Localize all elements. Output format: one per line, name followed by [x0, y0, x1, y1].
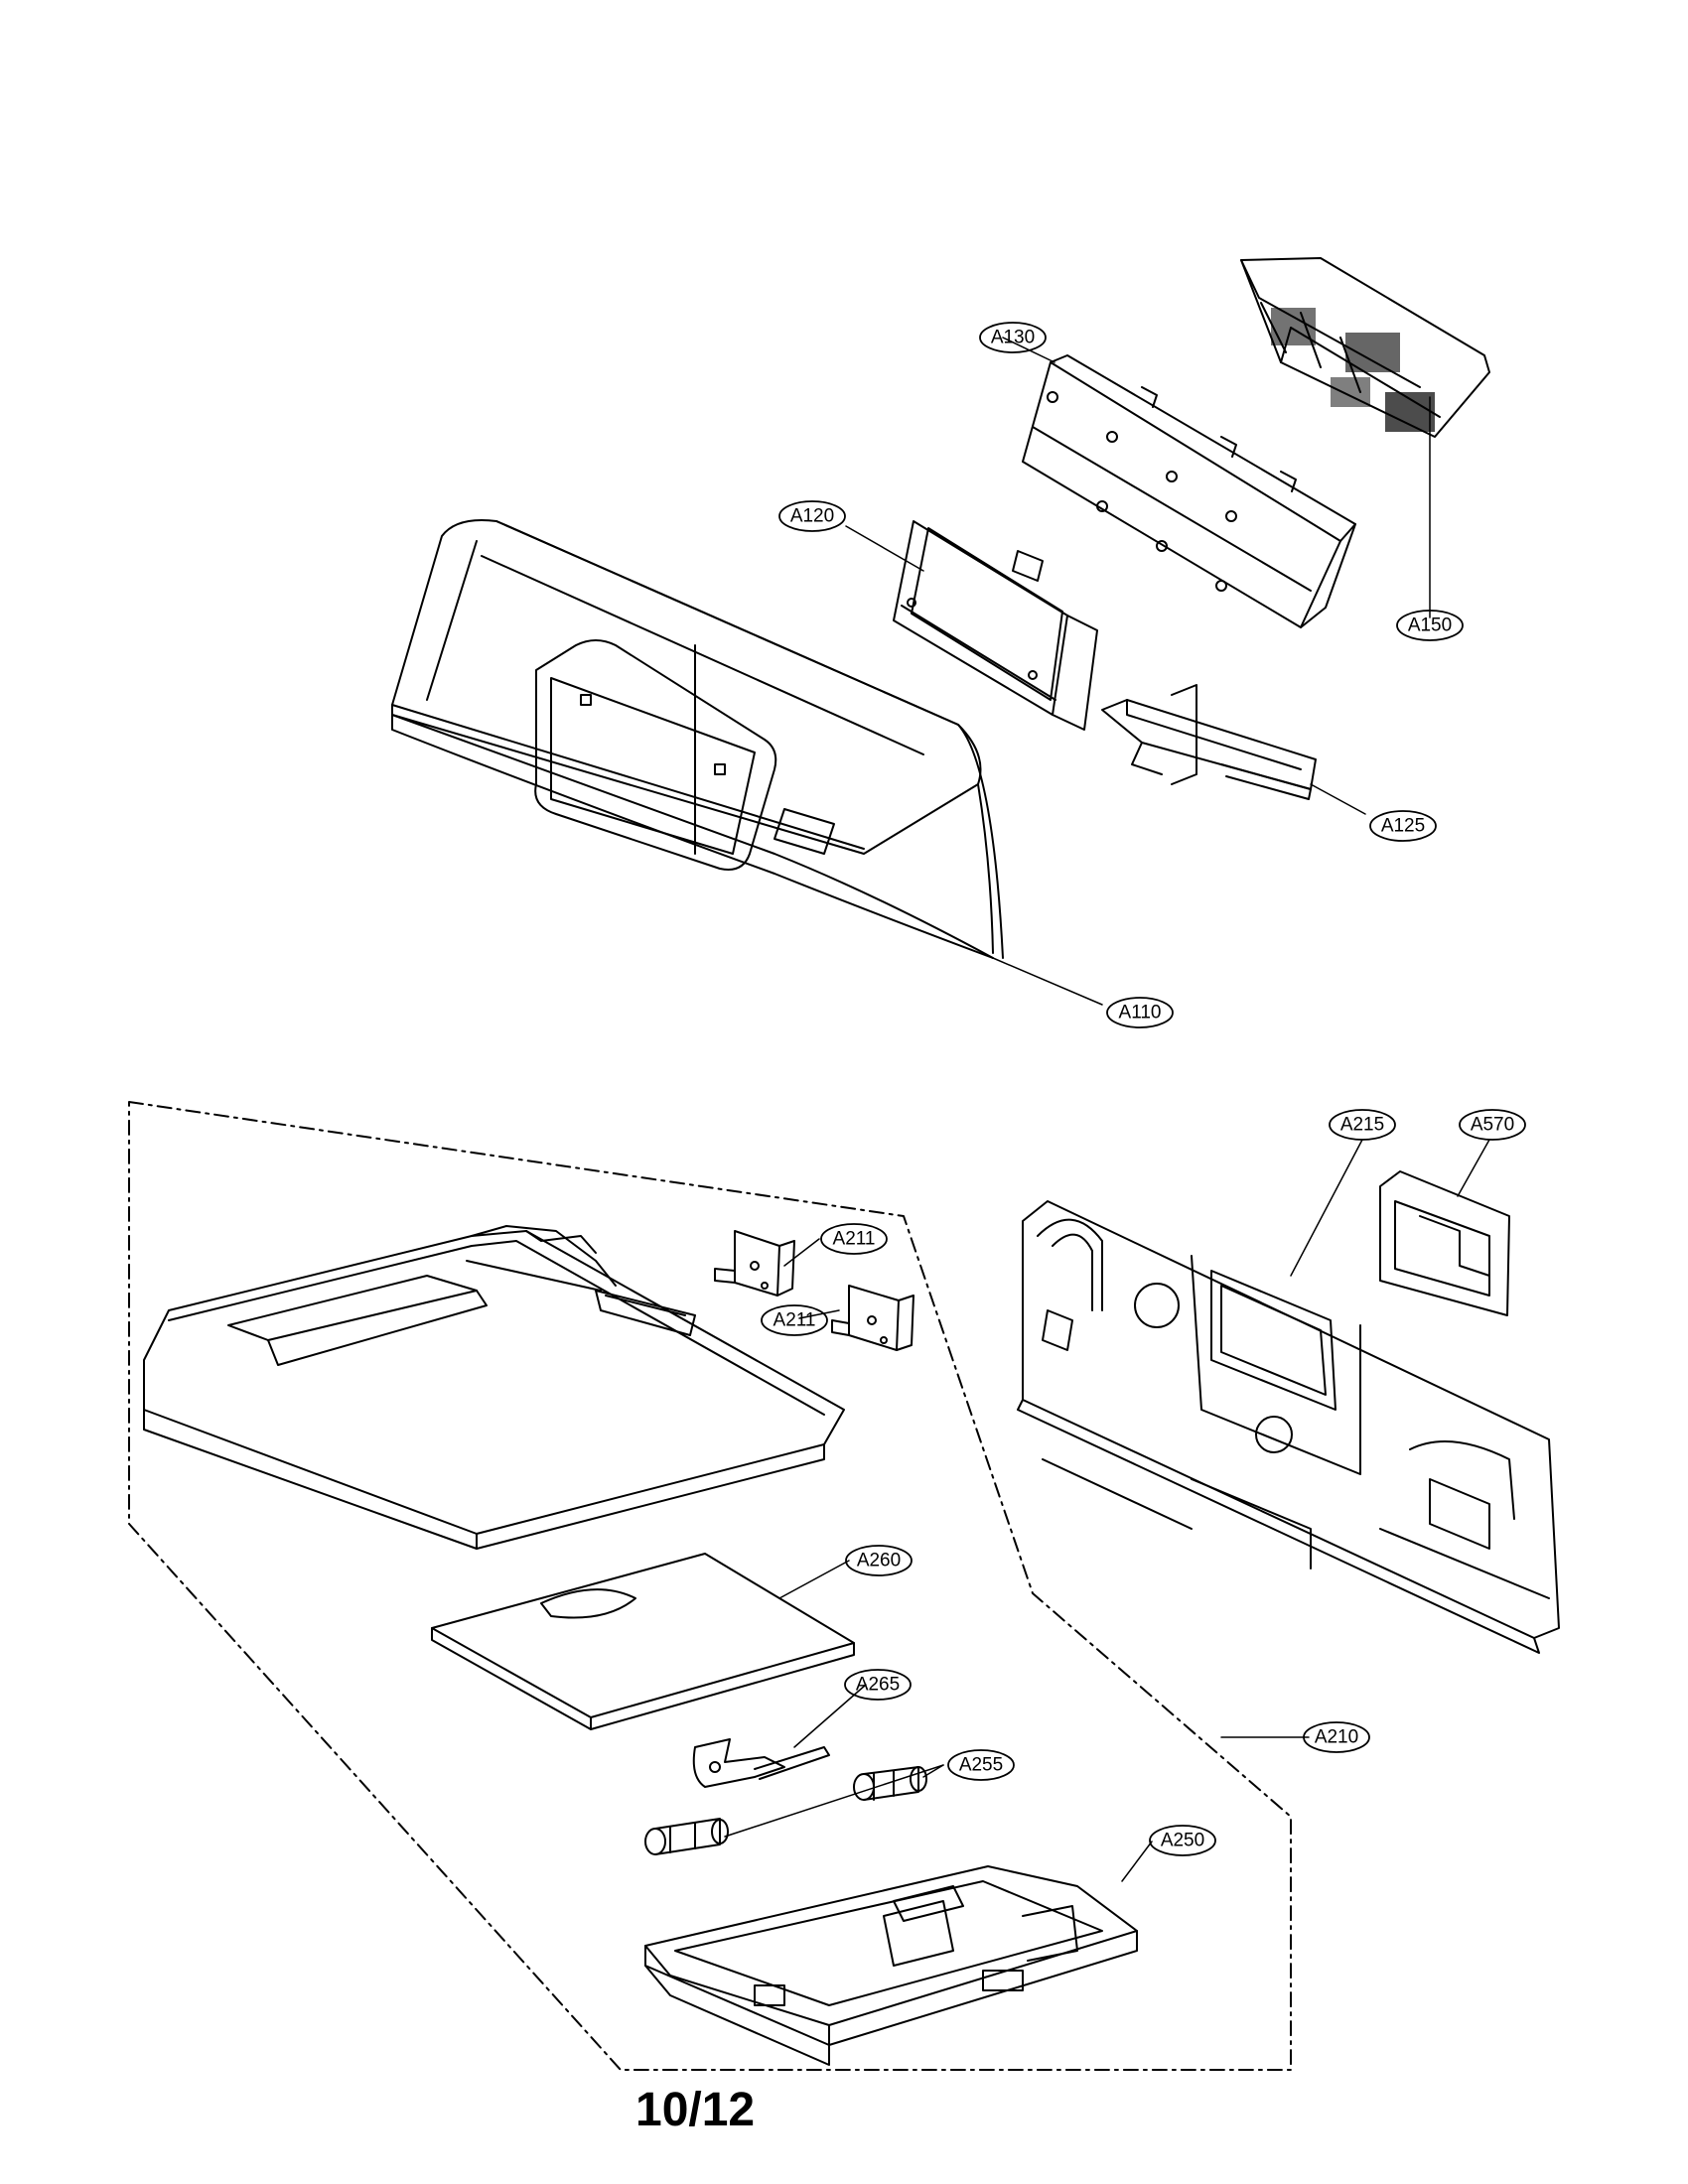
label-a130: A130 [991, 328, 1035, 348]
part-a125-bracket [1101, 684, 1317, 800]
part-a255-hinge-pin-right [853, 1766, 927, 1801]
part-a265-damper [692, 1738, 830, 1788]
label-a215: A215 [1340, 1115, 1384, 1136]
label-a210: A210 [1315, 1727, 1358, 1748]
part-a130-pcb-housing [1022, 354, 1356, 628]
label-a150: A150 [1408, 615, 1452, 636]
label-a211-bottom: A211 [774, 1310, 816, 1331]
part-a255-hinge-pin-left [644, 1818, 729, 1855]
part-a570-cover-plate [1379, 1170, 1510, 1316]
part-a150-cover [1240, 257, 1490, 438]
part-a210-lid [143, 1225, 845, 1550]
callout-ellipses [761, 322, 1526, 1856]
label-a120: A120 [790, 506, 834, 527]
part-a120-display [893, 520, 1098, 731]
label-a570: A570 [1471, 1115, 1514, 1136]
label-a250: A250 [1161, 1831, 1204, 1851]
part-a211-hinge-bottom [831, 1285, 914, 1351]
label-a110: A110 [1119, 1003, 1162, 1024]
label-a125: A125 [1381, 816, 1425, 837]
assembly-boundary [128, 1101, 1292, 2071]
part-a110-control-panel [391, 519, 1004, 959]
label-a211-top: A211 [833, 1229, 876, 1250]
page-number: 10/12 [635, 2084, 756, 2136]
label-a255: A255 [959, 1755, 1003, 1776]
label-a260: A260 [857, 1551, 901, 1571]
part-a260-glass [431, 1553, 855, 1730]
label-a265: A265 [856, 1675, 900, 1696]
leader-lines [724, 337, 1490, 1882]
part-a215-panel-frame [1017, 1200, 1560, 1654]
part-a211-hinge-top [714, 1230, 795, 1297]
part-a250-frame [644, 1865, 1138, 2066]
